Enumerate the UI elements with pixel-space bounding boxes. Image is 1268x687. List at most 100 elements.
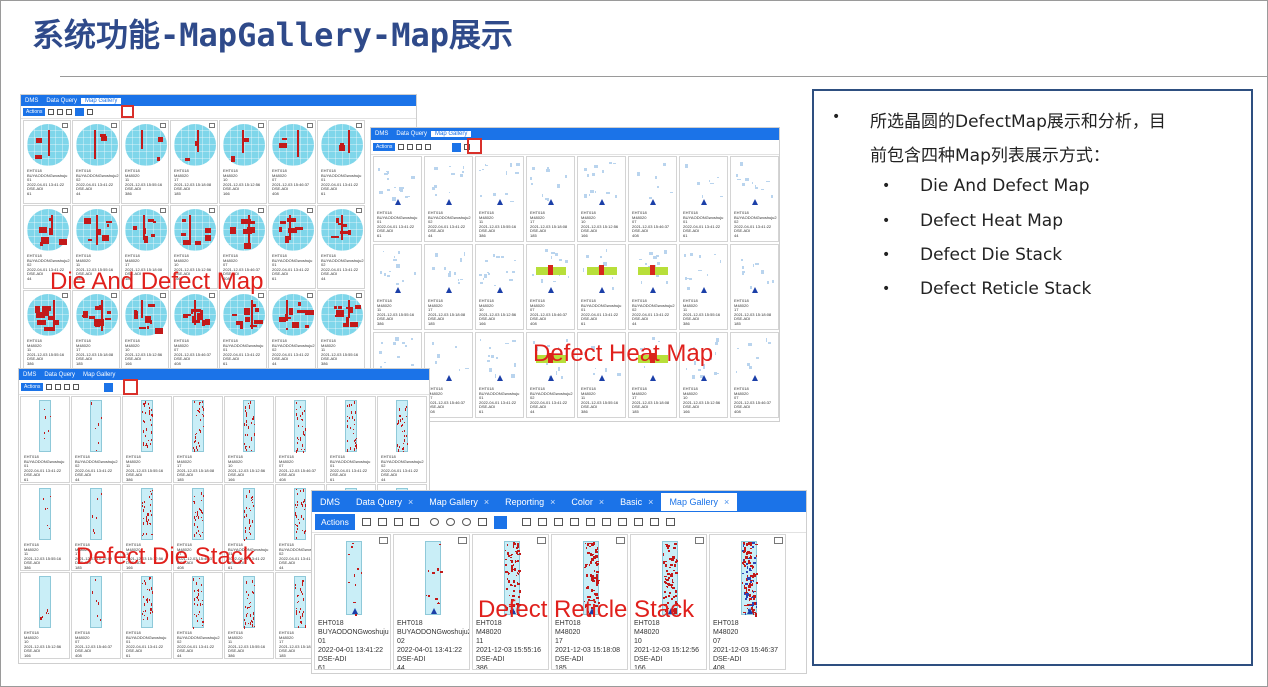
refresh-icon[interactable] <box>398 144 405 150</box>
grid-icon[interactable] <box>64 384 71 390</box>
actions-button[interactable]: Actions <box>315 514 355 530</box>
image-icon[interactable] <box>111 293 117 298</box>
chart-icon[interactable] <box>87 109 94 115</box>
image-icon[interactable] <box>307 208 313 213</box>
image-icon[interactable] <box>111 123 117 128</box>
tab-dms[interactable]: DMS <box>375 131 389 137</box>
image-icon[interactable] <box>458 537 467 544</box>
tab-data-query[interactable]: Data Query <box>396 131 428 137</box>
tab-data-query[interactable]: Data Query <box>44 371 76 378</box>
grid-icon[interactable] <box>377 518 387 526</box>
image-icon[interactable] <box>307 123 313 128</box>
refresh-icon[interactable] <box>48 109 55 115</box>
chart-icon[interactable] <box>425 144 432 150</box>
refresh-icon[interactable] <box>46 384 53 390</box>
image-icon[interactable] <box>209 293 215 298</box>
grid-icon[interactable] <box>66 109 73 115</box>
actions-button[interactable]: Actions <box>23 108 46 116</box>
image-icon[interactable] <box>356 123 362 128</box>
image-icon[interactable] <box>258 123 264 128</box>
copy-icon[interactable] <box>521 518 531 526</box>
close-icon[interactable]: × <box>408 496 414 507</box>
close-icon[interactable]: × <box>598 496 605 507</box>
bracket-icon[interactable] <box>537 518 547 526</box>
image-icon[interactable] <box>258 208 264 213</box>
pen-icon[interactable] <box>649 518 659 526</box>
image-icon[interactable] <box>160 123 166 128</box>
tab-map-gallery[interactable]: Map Gallery <box>431 131 472 137</box>
actions-button[interactable]: Actions <box>373 143 396 151</box>
tab-map-gallery[interactable]: Map Gallery <box>81 97 122 104</box>
image-icon[interactable] <box>160 208 166 213</box>
image-icon[interactable] <box>774 537 783 544</box>
tab-dms[interactable]: DMS <box>312 493 348 511</box>
layers-icon[interactable] <box>601 518 611 526</box>
tab-map-gallery[interactable]: Map Gallery× <box>661 492 738 511</box>
tab-reporting[interactable]: Reporting× <box>497 493 563 511</box>
tab-color[interactable]: Color× <box>563 493 612 511</box>
refresh-icon[interactable] <box>429 518 439 526</box>
image-icon[interactable] <box>111 208 117 213</box>
columns-icon[interactable] <box>617 518 627 526</box>
target-icon[interactable] <box>461 518 471 526</box>
filter-icon[interactable] <box>55 384 62 390</box>
tab-data-query[interactable]: Data Query <box>46 97 78 104</box>
chart-icon[interactable] <box>409 518 419 526</box>
close-icon[interactable]: × <box>723 496 730 507</box>
filter-icon[interactable] <box>445 518 455 526</box>
reticle-stack-view-icon[interactable] <box>493 515 507 529</box>
filter-icon[interactable] <box>57 109 64 115</box>
image-icon[interactable] <box>209 123 215 128</box>
image-icon[interactable] <box>393 518 403 526</box>
image-icon[interactable] <box>307 293 313 298</box>
chart-icon[interactable] <box>73 384 80 390</box>
text-icon[interactable] <box>553 518 563 526</box>
die-stack-view-icon[interactable] <box>104 382 114 392</box>
